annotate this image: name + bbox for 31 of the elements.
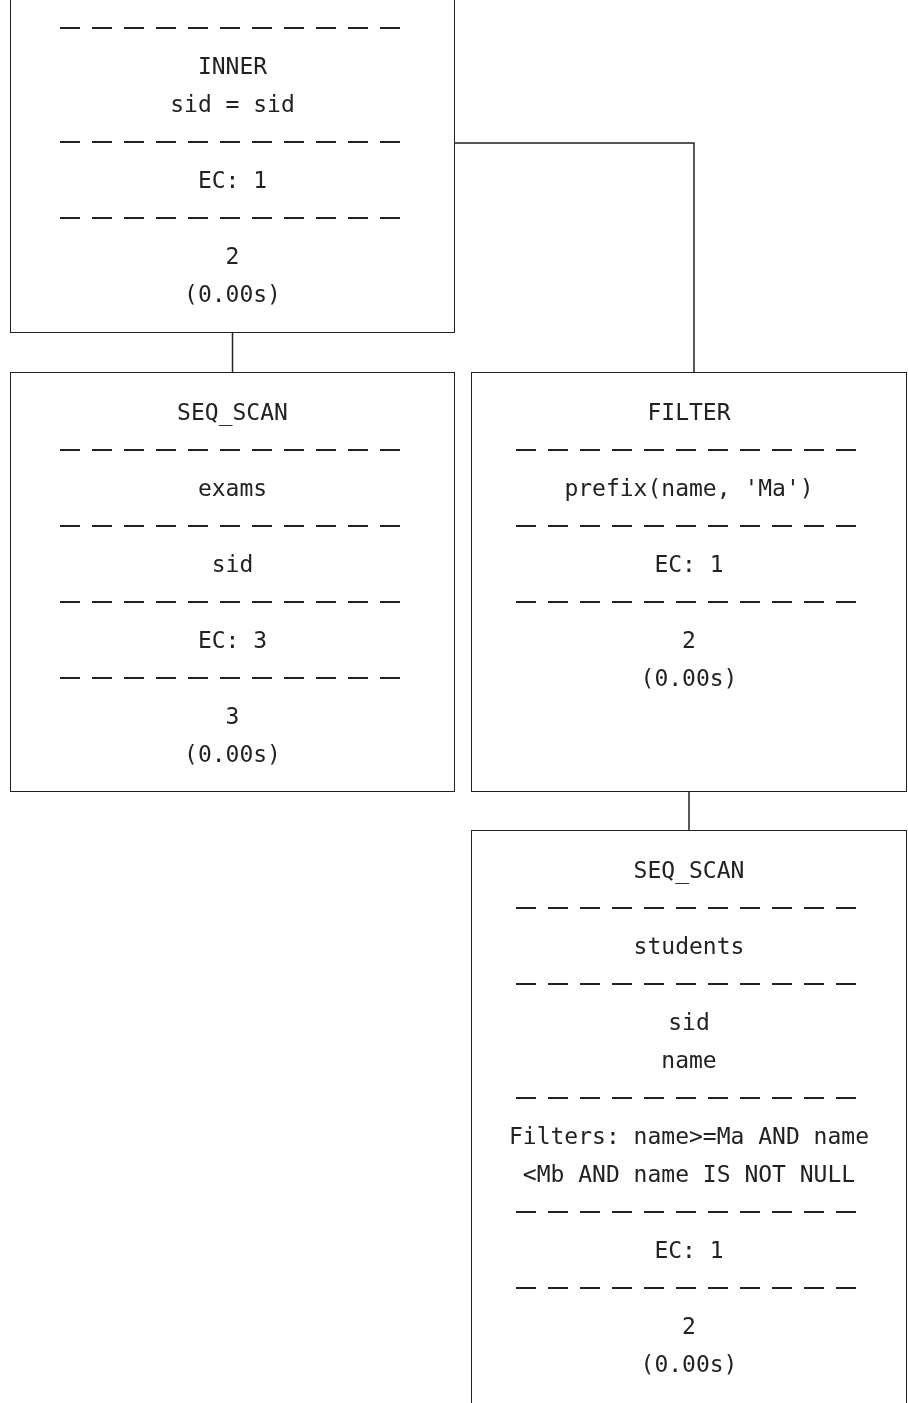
operator-box: [471, 372, 907, 792]
operator-name: SEQ_SCAN: [177, 398, 288, 428]
table-name: students: [633, 932, 745, 961]
table-name: exams: [197, 474, 268, 503]
filter-expression: Filters: name>=Ma AND name <Mb AND name IS NOT NULL: [508, 1122, 870, 1189]
join-type: INNER: [197, 52, 268, 81]
estimated-cardinality: EC: 3: [197, 626, 268, 655]
connector-line: [688, 791, 690, 831]
operator-name: SEQ_SCAN: [633, 856, 745, 886]
connector-line: [454, 142, 695, 373]
timing: (0.00s): [640, 664, 738, 693]
operator-box: [471, 830, 907, 1403]
operator-box: [10, 0, 455, 333]
row-count: 2: [225, 242, 240, 271]
row-count: 2: [682, 1312, 696, 1341]
row-count: 3: [225, 702, 240, 731]
operator-name: FILTER: [647, 398, 731, 427]
operator-box: [10, 372, 455, 792]
estimated-cardinality: EC: 1: [654, 550, 724, 579]
projection: sid: [211, 550, 254, 579]
timing: (0.00s): [640, 1350, 738, 1379]
connector-line: [231, 332, 234, 373]
projection: name: [661, 1046, 717, 1075]
projection: sid: [668, 1008, 710, 1037]
join-condition: sid = sid: [170, 90, 295, 119]
filter-expression: prefix(name, 'Ma'): [564, 474, 814, 503]
row-count: 2: [682, 626, 696, 655]
timing: (0.00s): [184, 740, 281, 769]
timing: (0.00s): [184, 280, 281, 309]
estimated-cardinality: EC: 1: [654, 1236, 724, 1265]
estimated-cardinality: EC: 1: [197, 166, 268, 195]
